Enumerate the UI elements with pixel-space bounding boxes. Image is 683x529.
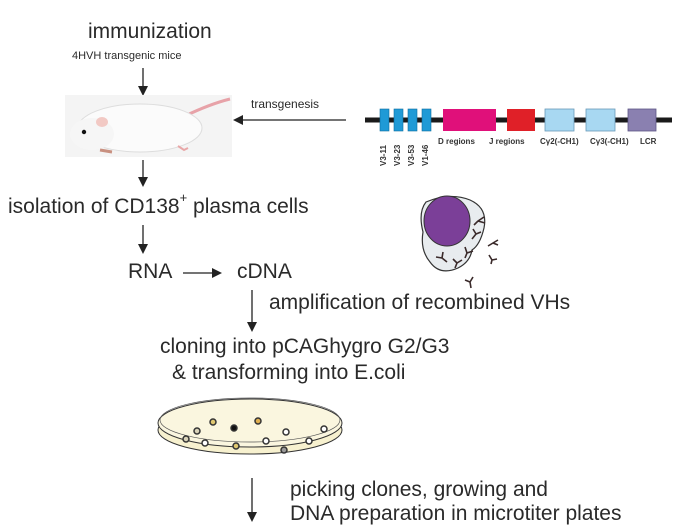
colony [305,437,313,445]
lcr-label: LCR [640,137,657,146]
step-immunization: immunization [88,20,212,43]
colony [282,428,290,436]
colony [232,442,240,450]
colony [262,437,270,445]
v-gene-label: V3-53 [407,144,416,166]
step-transforming: & transforming into E.coli [172,361,406,384]
colony [280,446,288,454]
colony [182,435,190,443]
step-cloning: cloning into pCAGhygro G2/G3 [160,335,450,358]
v-gene-label: V3-23 [393,144,402,166]
colony [201,439,209,447]
isolation-text-end: plasma cells [187,195,309,218]
v-gene-label: V1-46 [421,144,430,166]
step-dna-prep: DNA preparation in microtiter plates [290,502,622,525]
cg3-block [585,108,616,132]
gene-v1-46 [421,108,432,132]
colony [209,418,217,426]
mice-label: 4HVH transgenic mice [72,50,182,62]
plasma-cell-illustration [420,195,499,289]
step-cdna: cDNA [237,260,292,283]
step-rna: RNA [128,260,173,283]
step-picking: picking clones, growing and [290,478,548,501]
step-amplification: amplification of recombined VHs [269,291,571,314]
j-regions-label: J regions [489,137,525,146]
lcr-block [627,108,657,132]
j-regions-block [507,109,535,131]
gene-v3-23 [393,108,404,132]
nucleus [423,195,471,247]
petri-dish-illustration [157,397,343,455]
isolation-text: isolation of CD138 [8,195,180,218]
colony [254,417,262,425]
d-regions-label: D regions [438,137,475,146]
cd138-superscript: + [179,190,188,205]
v-gene-label: V3-11 [379,145,388,166]
step-isolation: isolation of CD138+ plasma cells [8,190,309,219]
mouse-illustration [65,95,232,157]
transgene-construct [365,108,672,132]
cg3-label: Cγ3(-CH1) [590,137,629,146]
cg2-block [544,108,575,132]
gene-v3-53 [407,108,418,132]
cg2-label: Cγ2(-CH1) [540,137,579,146]
colony [230,424,238,432]
colony [193,427,201,435]
transgenesis-label: transgenesis [251,97,320,111]
colony [320,425,328,433]
d-regions-block [443,109,496,131]
gene-v3-11 [379,108,390,132]
